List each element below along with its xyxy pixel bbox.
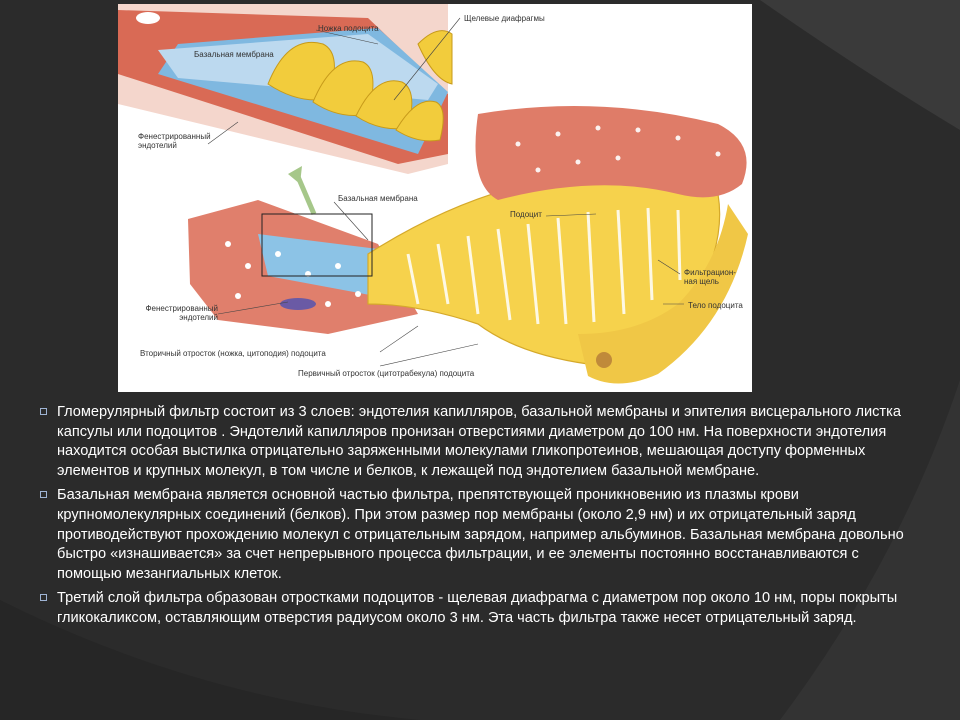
label-filtration-slit: Фильтрацион-ная щель (684, 268, 736, 286)
bullet-item: Третий слой фильтра образован отростками… (40, 589, 920, 628)
square-bullet-icon (40, 408, 47, 415)
bullet-text: Гломерулярный фильтр состоит из 3 слоев:… (57, 404, 901, 479)
square-bullet-icon (40, 594, 47, 602)
inset-selection-frame (261, 213, 373, 277)
square-bullet-icon (40, 491, 47, 499)
label-podocyte-body: Тело подоцита (688, 301, 743, 310)
illustration-drawing (118, 4, 748, 384)
label-slit-diaphragm: Щелевые диафрагмы (464, 14, 545, 23)
label-basement-membrane: Базальная мембрана (338, 194, 418, 203)
inset-view (118, 4, 461, 174)
label-secondary-process: Вторичный отросток (ножка, цитоподия) по… (140, 349, 326, 358)
bullet-item: Базальная мембрана является основной час… (40, 486, 920, 584)
label-podocyte: Подоцит (510, 210, 542, 219)
label-fenestrated-endothelium: Фенестрированный эндотелий (145, 304, 218, 322)
label-podocyte-foot: Ножка подоцита (318, 24, 379, 33)
bullet-text: Третий слой фильтра образован отростками… (57, 590, 898, 626)
bullet-list: Гломерулярный фильтр состоит из 3 слоев:… (40, 403, 920, 634)
label-fenestrated-endothelium-inset: Фенестрированный эндотелий (138, 132, 211, 150)
bullet-item: Гломерулярный фильтр состоит из 3 слоев:… (40, 403, 920, 481)
bullet-text: Базальная мембрана является основной час… (57, 487, 904, 582)
podocyte-cell (367, 170, 748, 384)
label-basement-membrane-inset: Базальная мембрана (194, 50, 274, 59)
label-primary-process: Первичный отросток (цитотрабекула) подоц… (298, 369, 475, 378)
glomerular-filter-illustration: Ножка подоцита Щелевые диафрагмы Базальн… (118, 4, 752, 392)
